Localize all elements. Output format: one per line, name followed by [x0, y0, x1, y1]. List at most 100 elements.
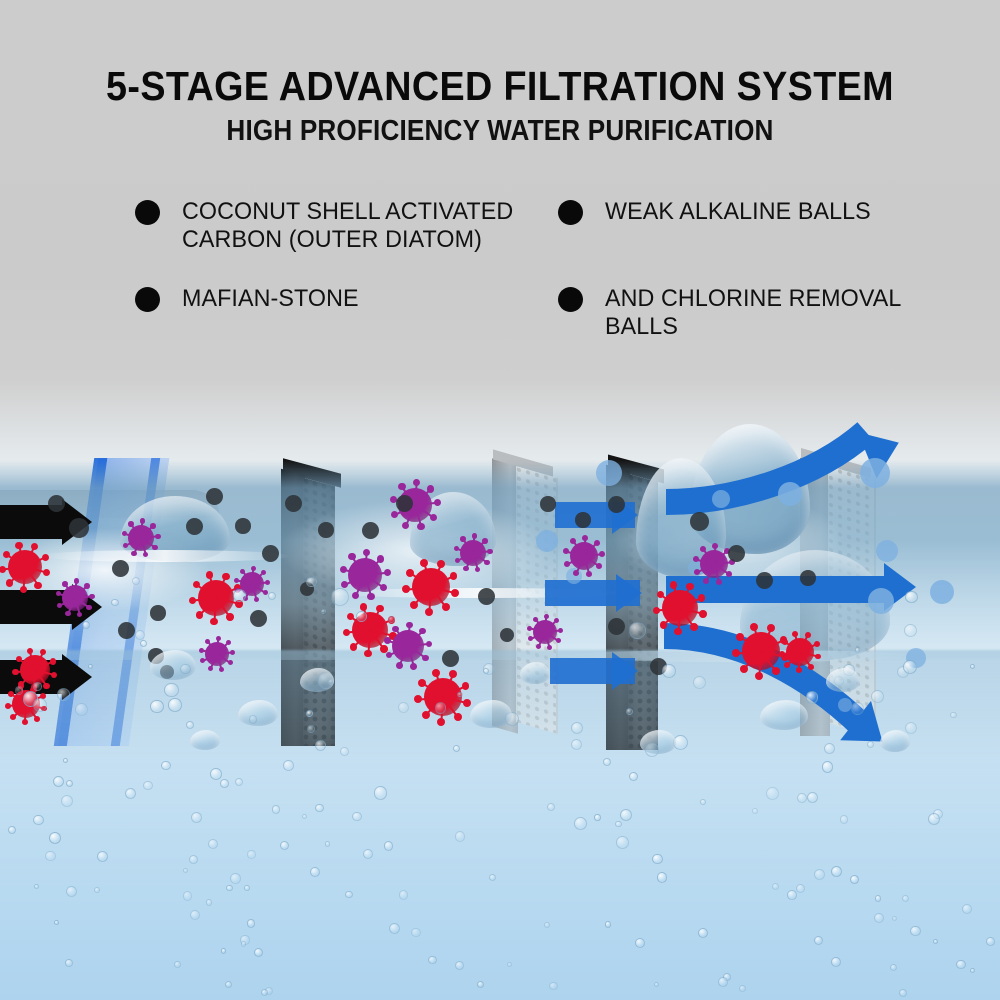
sediment-particle-dark: [206, 488, 224, 506]
sediment-particle-dark: [186, 518, 204, 536]
water-bubble: [383, 841, 394, 851]
water-droplet-chunk: [640, 730, 676, 754]
water-bubble: [388, 923, 400, 935]
water-bubble: [570, 721, 583, 734]
water-bubble: [614, 820, 622, 828]
virus-particle-red: [402, 558, 460, 616]
virus-particle-purple: [453, 533, 493, 573]
water-bubble: [656, 872, 668, 883]
sediment-particle-dark: [800, 570, 816, 586]
water-bubble: [306, 576, 317, 588]
water-bubble: [164, 683, 179, 698]
virus-particle-purple: [199, 635, 236, 672]
water-droplet-chunk: [826, 668, 860, 692]
water-bubble: [34, 883, 40, 889]
clean-water-bubble: [778, 482, 802, 506]
virus-particle-purple: [693, 542, 736, 585]
water-droplet-chunk: [300, 668, 334, 692]
water-bubble: [654, 982, 660, 988]
feature-list: COCONUT SHELL ACTIVATED CARBON (OUTER DI…: [0, 190, 1000, 340]
feature-item-weak-alkaline-balls: WEAK ALKALINE BALLS: [558, 198, 978, 226]
water-bubble: [235, 778, 244, 787]
sediment-particle-dark: [318, 522, 334, 538]
water-bubble: [806, 791, 818, 803]
water-droplet-chunk: [190, 730, 220, 750]
water-bubble: [186, 721, 195, 730]
water-bubble: [661, 663, 676, 678]
water-bubble: [830, 956, 841, 967]
virus-particle-red: [188, 571, 243, 626]
water-bubble: [821, 760, 834, 773]
clean-water-bubble: [596, 460, 622, 486]
water-bubble: [8, 825, 16, 834]
sediment-particle-dark: [540, 496, 556, 512]
water-bubble: [305, 710, 313, 718]
water-bubble: [628, 621, 646, 639]
water-bubble: [692, 675, 706, 690]
virus-particle-red: [652, 581, 707, 636]
water-bubble: [752, 807, 759, 814]
water-bubble: [796, 792, 807, 804]
water-bubble: [455, 961, 464, 971]
water-bubble: [167, 698, 182, 712]
water-bubble: [65, 780, 73, 788]
water-bubble: [279, 841, 289, 851]
water-bubble: [873, 912, 884, 923]
water-bubble: [124, 787, 137, 800]
sediment-particle-dark: [756, 572, 774, 590]
water-bubble: [81, 621, 90, 629]
water-bubble: [549, 982, 558, 991]
water-bubble: [205, 899, 212, 906]
water-bubble: [132, 576, 141, 585]
clean-water-bubble: [930, 580, 954, 604]
water-bubble: [226, 884, 234, 892]
water-streak: [40, 550, 290, 562]
water-bubble: [910, 925, 921, 937]
water-bubble: [787, 890, 797, 900]
water-bubble: [247, 850, 256, 859]
sediment-particle-dark: [285, 495, 303, 513]
sediment-particle-dark: [112, 560, 130, 578]
water-bubble: [866, 740, 874, 749]
water-droplet-chunk: [520, 662, 550, 684]
water-bubble: [889, 963, 897, 971]
water-bubble: [477, 981, 485, 989]
water-bubble: [232, 589, 246, 603]
clean-water-bubble: [868, 588, 894, 614]
virus-particle-purple: [384, 621, 433, 670]
water-bubble: [32, 682, 42, 691]
water-bubble: [805, 691, 819, 704]
water-bubble: [315, 803, 324, 812]
water-bubble: [62, 757, 69, 764]
water-bubble: [111, 599, 119, 607]
water-bubble: [398, 702, 409, 713]
water-bubble: [903, 659, 918, 675]
water-bubble: [718, 977, 728, 987]
water-bubble: [182, 891, 193, 902]
water-bubble: [874, 895, 882, 902]
page-title: 5-STAGE ADVANCED FILTRATION SYSTEM: [106, 63, 894, 109]
water-droplet-chunk: [238, 700, 278, 726]
feature-label: AND CHLORINE REMOVAL BALLS: [605, 285, 901, 340]
virus-particle-purple: [55, 578, 95, 618]
water-bubble: [373, 786, 388, 801]
sediment-particle-dark: [262, 545, 280, 563]
virus-particle-red: [12, 647, 58, 693]
water-bubble: [932, 938, 938, 944]
water-bubble: [635, 937, 646, 948]
water-bubble: [150, 699, 164, 713]
water-bubble: [594, 814, 601, 821]
water-bubble: [813, 935, 824, 946]
water-bubble: [87, 664, 94, 670]
sediment-particle-dark: [235, 518, 251, 534]
virus-particle-red: [778, 631, 821, 674]
feature-label: COCONUT SHELL ACTIVATED CARBON (OUTER DI…: [182, 198, 514, 253]
sediment-particle-dark: [150, 605, 166, 621]
water-bubble: [428, 955, 437, 965]
water-bubble: [208, 838, 219, 849]
water-bubble: [831, 865, 843, 877]
feature-label: MAFIAN-STONE: [182, 285, 359, 312]
water-bubble: [246, 919, 255, 928]
water-bubble: [96, 850, 108, 862]
water-bubble: [182, 867, 188, 874]
